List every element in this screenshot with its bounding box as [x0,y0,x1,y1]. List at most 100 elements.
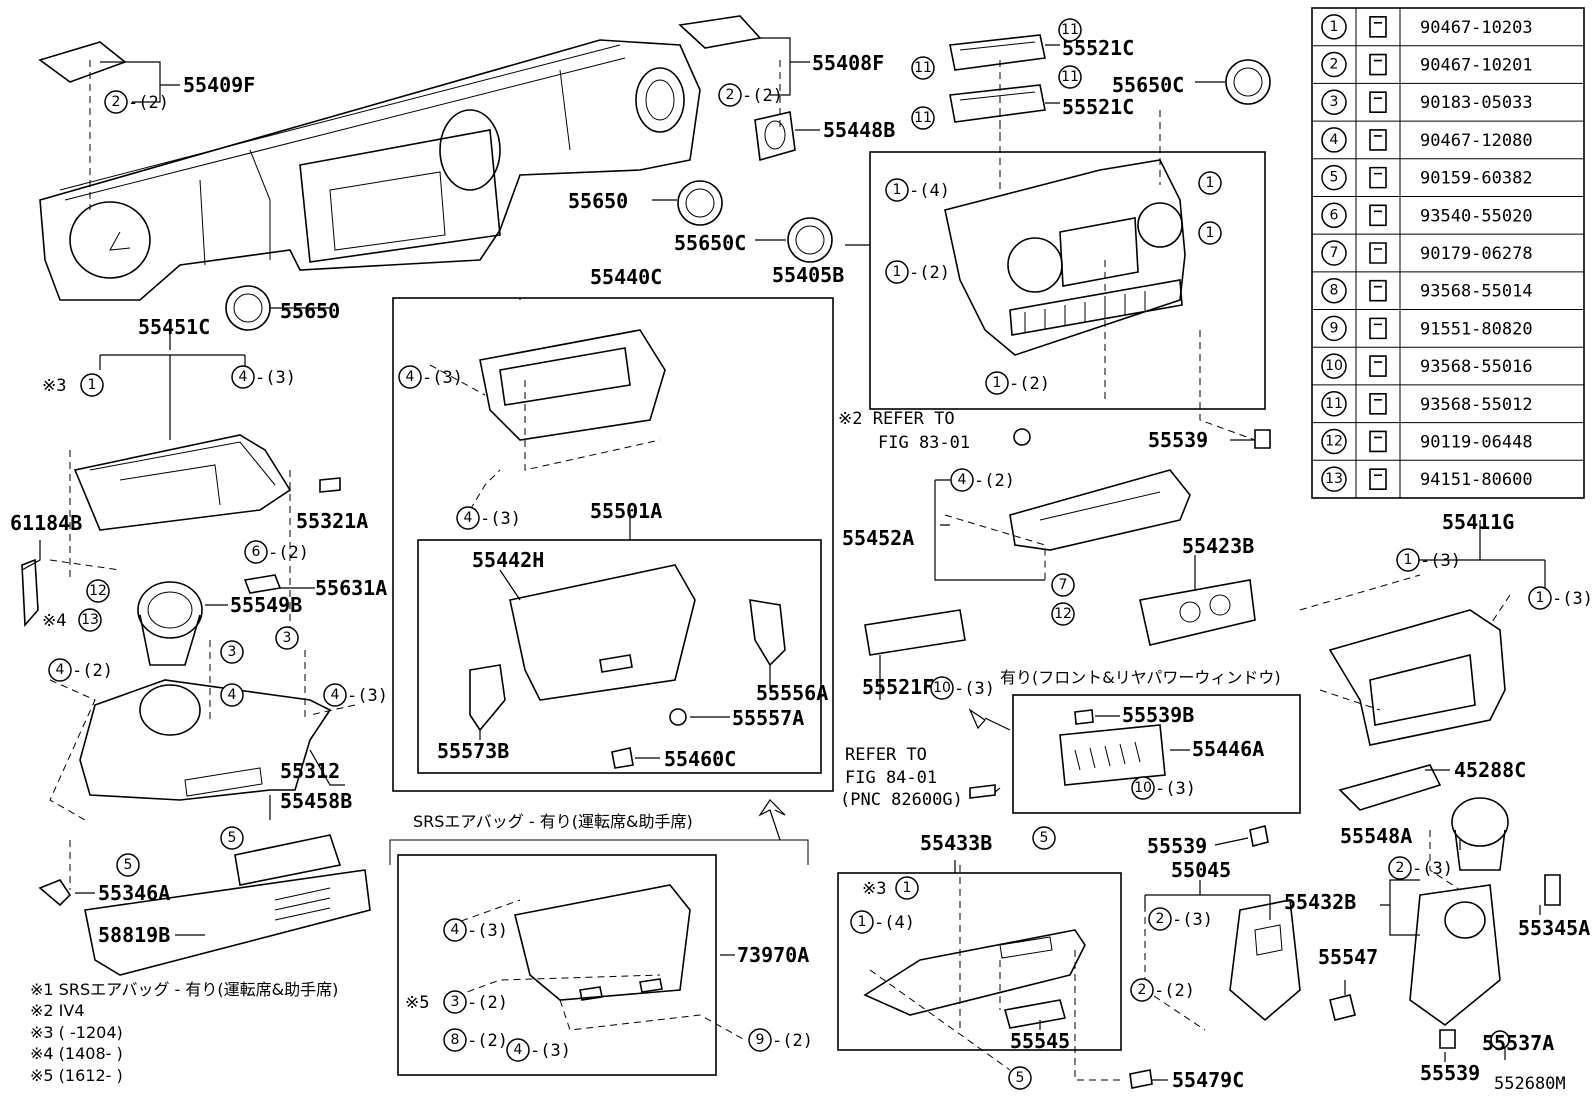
callout-739d: 4-(3) [506,1038,571,1062]
label-55539-a: 55539 [1148,428,1208,452]
clip-55539-a [1254,429,1271,449]
cup-55549B [137,581,203,666]
connector-84-01 [969,784,996,799]
callout-312c: 3 [275,626,299,650]
label-55411G: 55411G [1442,510,1514,534]
trim-55433B [863,929,1086,1016]
fastener-number: 6 [1330,207,1339,223]
fastener-icon [1369,317,1387,340]
callout-521d: 11 [911,106,935,130]
label-73970A: 73970A [737,943,809,967]
svg-text:-(3): -(3) [1552,589,1592,609]
svg-text:-(3): -(3) [1412,859,1453,879]
svg-text:11: 11 [914,60,932,76]
fastener-icon [1369,468,1387,490]
fastener-number-circle [1321,240,1347,266]
label-45288C: 45288C [1454,758,1526,782]
label-55650C-mid: 55650C [674,231,746,255]
vent-55650-mid [677,180,723,226]
footnotes: ※1 SRSエアバッグ - 有り(運転席&助手席) ※2 IV4 ※3 ( -1… [30,980,338,1085]
bracket-55448B [754,111,796,162]
fastener-number-circle [1321,353,1347,379]
fastener-part-number: 90467-12080 [1420,131,1533,151]
fastener-number: 12 [1325,433,1343,449]
svg-text:-(2): -(2) [909,263,950,283]
fastener-number: 13 [1325,471,1343,487]
fastener-number: 7 [1330,245,1339,261]
box-55405B [869,151,1266,410]
fastener-number-circle [1321,202,1347,229]
svg-text:1: 1 [88,377,97,393]
svg-text:1: 1 [893,182,902,198]
fastener-icon [1369,53,1387,76]
svg-text:4: 4 [464,510,473,526]
fastener-row: 8 93568-55014 [1312,271,1584,304]
label-55650-low: 55650 [280,299,340,323]
callout-312g: 5 [116,853,140,877]
callout-521a: 11 [1058,18,1082,42]
svg-text:11: 11 [914,110,932,126]
clip-55321A [319,477,341,493]
fastener-number: 2 [1330,57,1339,73]
callout-045a: 2-(3) [1148,907,1213,931]
svg-text:-(2): -(2) [742,86,783,106]
label-55521F: 55521F [862,675,934,699]
svg-text:-(2): -(2) [128,93,169,113]
part-labels: 55409F 55408F 55521C 55521C 55650C 55448… [10,36,1590,1094]
svg-text:※3: ※3 [42,376,66,396]
fastener-part-number: 90179-06278 [1420,244,1533,264]
svg-text:5: 5 [124,857,133,873]
center-cluster-55405B [944,159,1186,356]
fastener-part-number: 93568-55012 [1420,395,1533,415]
callouts: 2-(2) 2-(2) 11 11 11 11 1-(4) 1-(2) 1 1 … [42,18,1592,1090]
svg-text:4: 4 [406,369,415,385]
svg-text:11: 11 [1061,69,1079,85]
svg-text:4: 4 [958,472,967,488]
svg-text:11: 11 [1061,22,1079,38]
fastener-part-number: 93568-55014 [1420,282,1533,302]
svg-text:2: 2 [726,87,735,103]
label-55408F: 55408F [812,51,884,75]
arrow-left [968,708,1011,731]
switch-55423B [1139,579,1256,646]
instrument-panel-drawing [38,15,762,301]
box-power-window [1012,694,1301,814]
fastener-number: 5 [1330,170,1339,186]
fastener-part-number: 91551-80820 [1420,319,1533,339]
fastener-number-circle [1321,51,1347,78]
svg-text:4: 4 [239,369,248,385]
svg-text:1: 1 [1404,552,1413,568]
callout-451b: 4-(3) [231,365,296,389]
hinge-55556A [749,599,786,667]
frame-55451C [73,434,292,531]
label-55548A: 55548A [1340,824,1412,848]
label-55432B: 55432B [1284,890,1356,914]
callout-521F: 10-(3) [930,676,995,700]
callout-739a: 4-(3) [443,918,508,942]
label-55537A: 55537A [1482,1031,1554,1055]
svg-text:2: 2 [112,94,121,110]
svg-text:-(2): -(2) [268,543,309,563]
bracket-61184B [21,558,39,628]
clip-55345A [1544,874,1561,906]
srs-title: SRSエアバッグ - 有り(運転席&助手席) [413,812,693,831]
fastener-number: 3 [1330,94,1339,110]
fastener-icon [1369,392,1387,415]
label-55650-mid: 55650 [568,189,628,213]
callout-432: 2-(3) [1388,856,1453,880]
fastener-number: 8 [1330,283,1339,299]
callout-312e: 4-(3) [323,683,388,707]
fastener-part-number: 90467-10203 [1420,18,1533,38]
label-58819B: 58819B [98,923,170,947]
hinge-55573B [469,664,506,732]
svg-text:1: 1 [993,375,1002,391]
box-55433B [837,872,1122,1051]
svg-text:3: 3 [451,994,460,1010]
fastener-icon [1369,430,1387,453]
